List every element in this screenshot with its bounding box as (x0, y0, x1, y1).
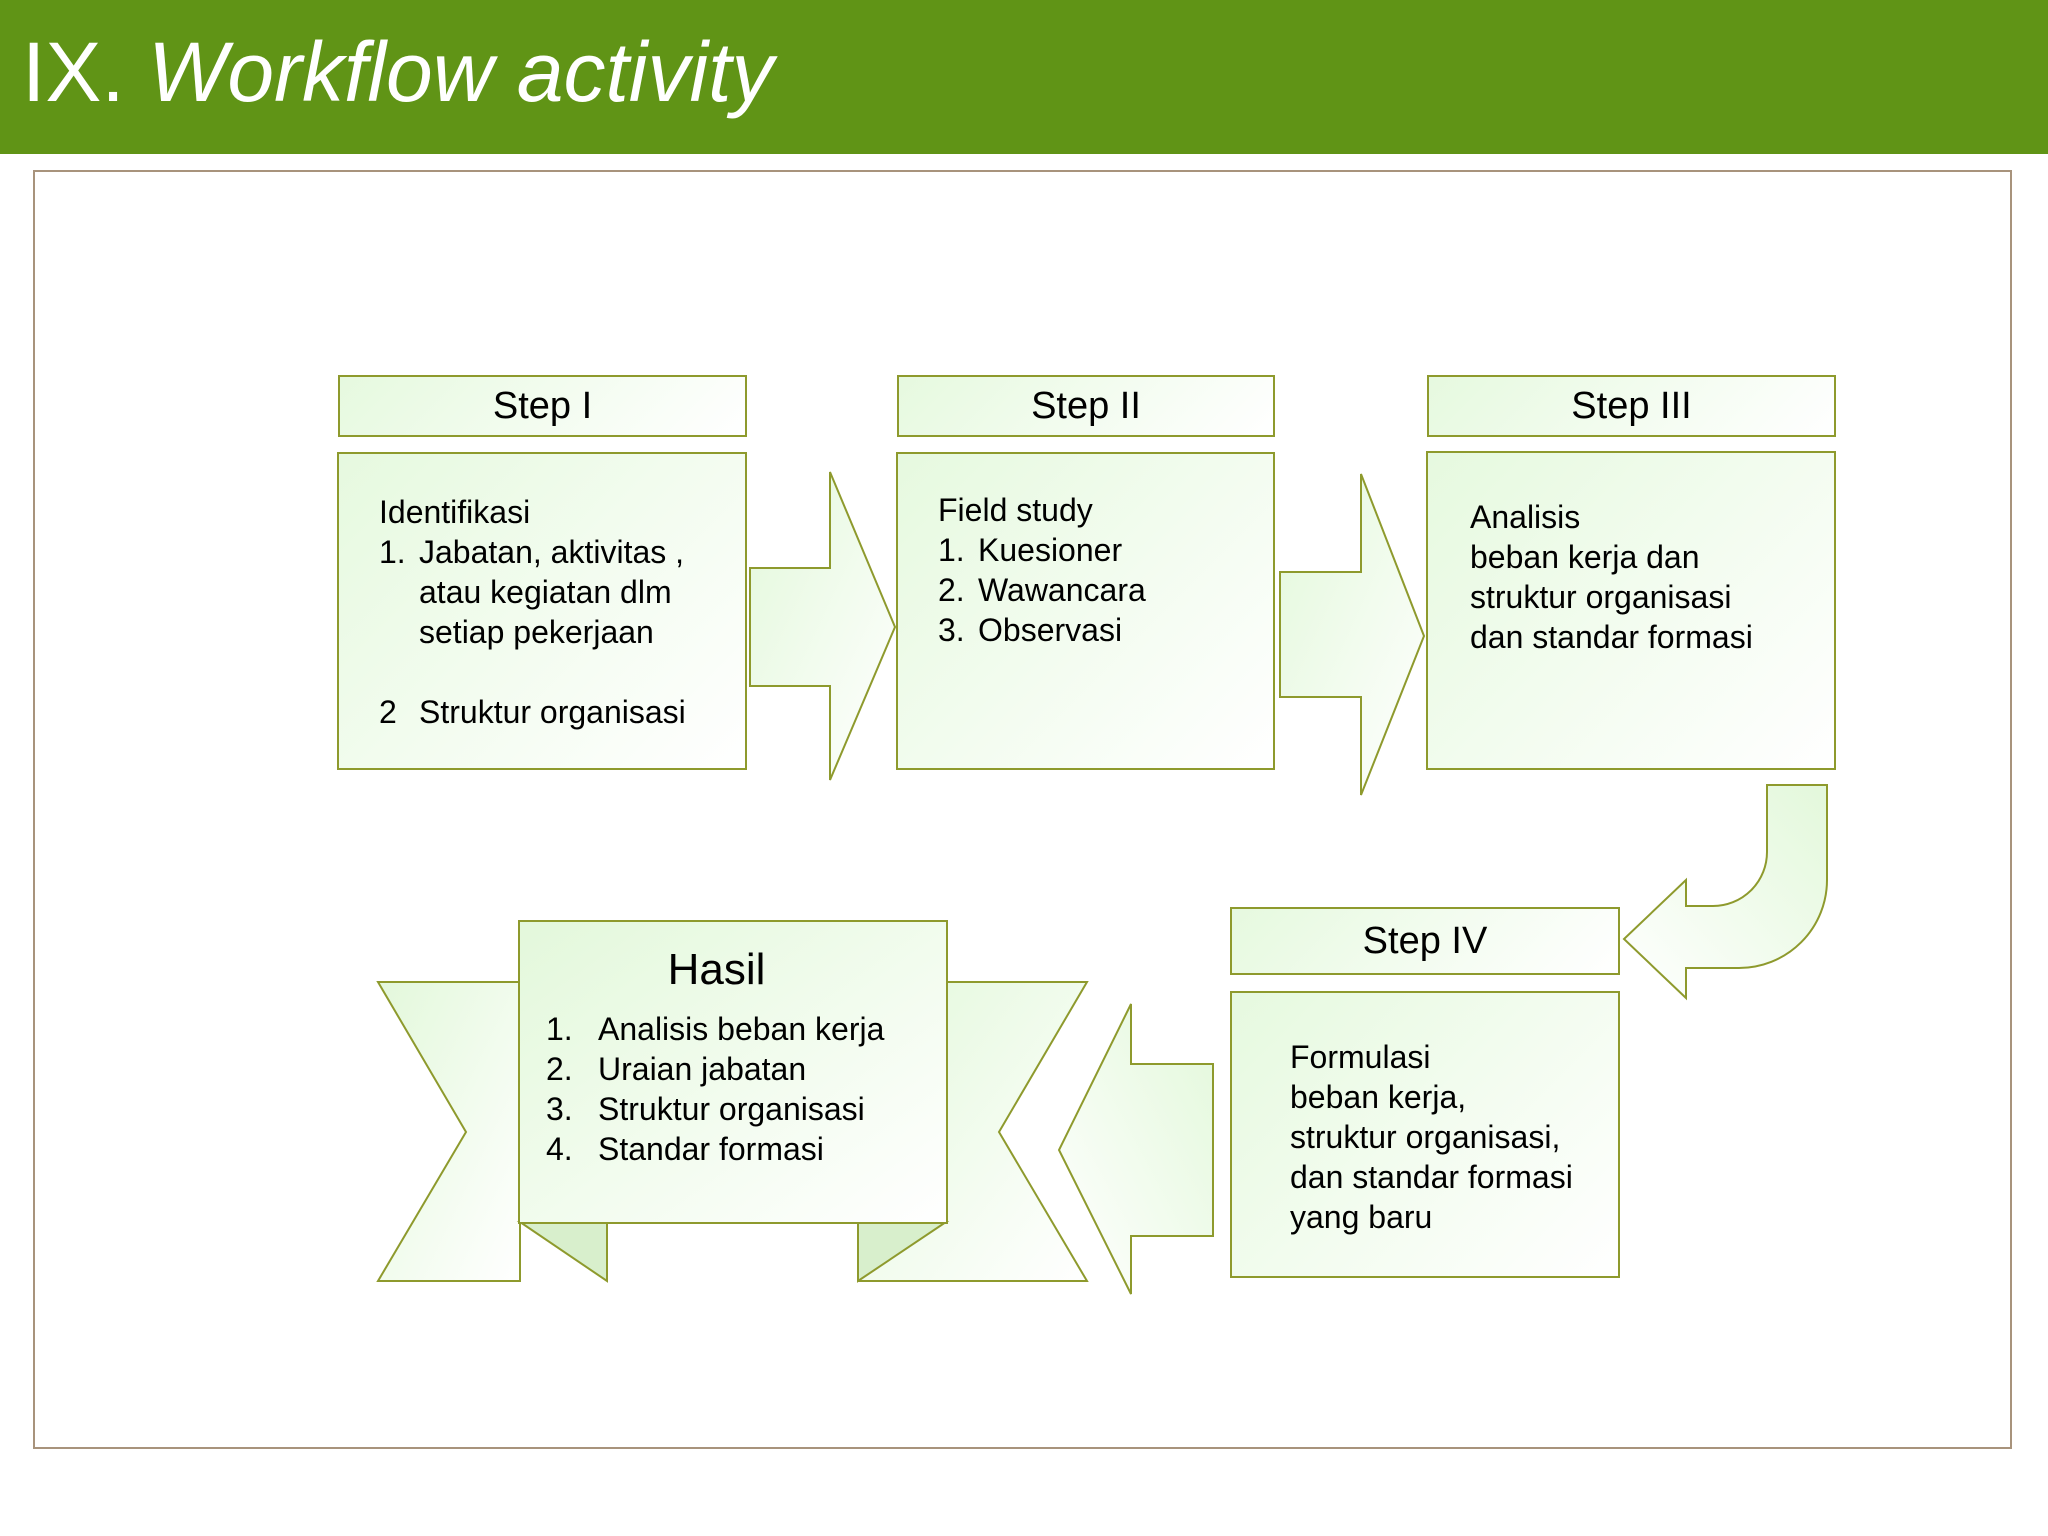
step1-header: Step I (338, 375, 747, 437)
arrow-step1-to-step2 (749, 471, 897, 781)
list-item: 2 Struktur organisasi (379, 692, 715, 732)
step1-content: Identifikasi 1. Jabatan, aktivitas , ata… (339, 454, 745, 732)
slide-title: IX. Workflow activity (22, 22, 773, 122)
step4-content: Formulasi beban kerja, struktur organisa… (1232, 993, 1618, 1237)
list-item: 3. Struktur organisasi (546, 1089, 927, 1129)
hasil-content: Hasil 1. Analisis beban kerja 2. Uraian … (518, 921, 947, 1223)
list-item-text: Observasi (978, 612, 1123, 648)
step3-header-label: Step III (1571, 385, 1692, 427)
step4-line: yang baru (1290, 1199, 1433, 1235)
step2-content: Field study 1. Kuesioner 2. Wawancara 3.… (898, 454, 1273, 650)
list-item-number: 2. (938, 572, 965, 608)
step4-line: dan standar formasi (1290, 1159, 1573, 1195)
list-item-number: 3. (938, 612, 965, 648)
step4-header-label: Step IV (1362, 920, 1488, 962)
list-item-text: Jabatan, aktivitas , atau kegiatan dlm s… (419, 534, 685, 650)
slide-title-number: IX. (22, 25, 125, 119)
list-item-number: 1. (938, 532, 965, 568)
step2-header: Step II (897, 375, 1275, 437)
step3-line: dan standar formasi (1470, 619, 1753, 655)
ribbon-left-tail (376, 981, 521, 1282)
list-item-number: 4. (546, 1131, 573, 1167)
step4-line: struktur organisasi, (1290, 1119, 1561, 1155)
step1-heading: Identifikasi (379, 494, 531, 530)
step3-line: Analisis (1470, 499, 1581, 535)
step4-header: Step IV (1230, 907, 1620, 975)
ribbon-main-panel (518, 920, 948, 1224)
step3-content-box: Analisis beban kerja dan struktur organi… (1426, 451, 1836, 770)
step3-header: Step III (1427, 375, 1836, 437)
step1-content-box: Identifikasi 1. Jabatan, aktivitas , ata… (337, 452, 747, 770)
step2-heading: Field study (938, 492, 1093, 528)
list-item: 1. Analisis beban kerja (546, 1009, 927, 1049)
list-item-number: 1. (546, 1011, 573, 1047)
ribbon-left-fold (516, 1221, 608, 1283)
arrow-step3-to-step4 (1622, 784, 1828, 1001)
step4-line: beban kerja, (1290, 1079, 1467, 1115)
list-spacer (379, 652, 715, 692)
list-item: 3. Observasi (938, 610, 1243, 650)
list-item: 2. Uraian jabatan (546, 1049, 927, 1089)
list-item-text: Standar formasi (598, 1131, 824, 1167)
list-item-number: 1. (379, 534, 406, 570)
list-item: 1. Kuesioner (938, 530, 1243, 570)
slide-title-text: Workflow activity (148, 25, 774, 119)
step4-line: Formulasi (1290, 1039, 1431, 1075)
step3-line: beban kerja dan (1470, 539, 1700, 575)
step1-list: 1. Jabatan, aktivitas , atau kegiatan dl… (379, 532, 715, 732)
list-item: 4. Standar formasi (546, 1129, 927, 1169)
list-item-text: Struktur organisasi (598, 1091, 865, 1127)
step4-content-box: Formulasi beban kerja, struktur organisa… (1230, 991, 1620, 1278)
step2-header-label: Step II (1031, 385, 1141, 427)
list-item-text: Struktur organisasi (419, 694, 686, 730)
list-item-number: 3. (546, 1091, 573, 1127)
step2-content-box: Field study 1. Kuesioner 2. Wawancara 3.… (896, 452, 1275, 770)
list-item-number: 2 (379, 694, 397, 730)
title-bar: IX. Workflow activity (0, 0, 2048, 154)
list-item-text: Kuesioner (978, 532, 1123, 568)
content-frame (33, 170, 2012, 1449)
arrow-step2-to-step3 (1279, 473, 1426, 796)
list-item-text: Wawancara (978, 572, 1146, 608)
step1-header-label: Step I (492, 385, 593, 427)
list-item: 1. Jabatan, aktivitas , atau kegiatan dl… (379, 532, 715, 652)
step3-content: Analisis beban kerja dan struktur organi… (1428, 453, 1834, 657)
step3-line: struktur organisasi (1470, 579, 1732, 615)
hasil-title: Hasil (667, 945, 766, 994)
list-item-number: 2. (546, 1051, 573, 1087)
list-item: 2. Wawancara (938, 570, 1243, 610)
hasil-list: 1. Analisis beban kerja 2. Uraian jabata… (546, 1009, 927, 1169)
list-item-text: Analisis beban kerja (598, 1011, 885, 1047)
list-item-text: Uraian jabatan (598, 1051, 807, 1087)
step2-list: 1. Kuesioner 2. Wawancara 3. Observasi (938, 530, 1243, 650)
arrow-step4-to-hasil (1057, 1003, 1214, 1295)
